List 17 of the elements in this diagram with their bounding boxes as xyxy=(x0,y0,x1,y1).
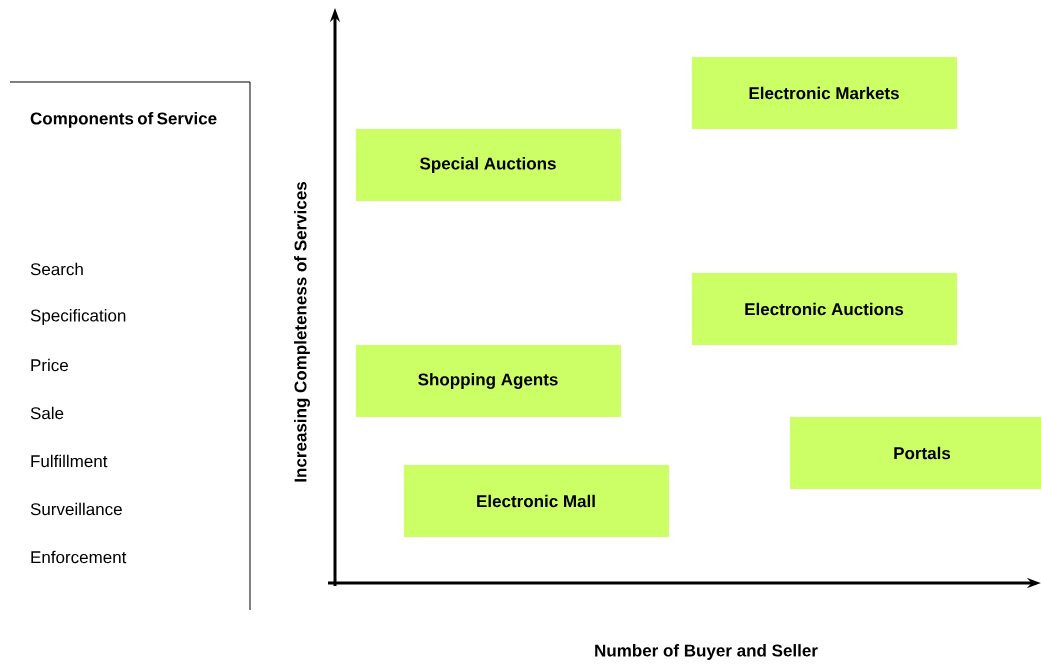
service-box: Special Auctions xyxy=(356,129,621,201)
list-item: Fulfillment xyxy=(31,454,108,468)
service-box: Electronic Mall xyxy=(404,465,669,537)
list-item: Search xyxy=(30,262,83,276)
service-box: Electronic Markets xyxy=(692,57,957,129)
list-item: Specification xyxy=(30,309,126,325)
list-item: Sale xyxy=(30,406,64,420)
axis-title: Increasing Completeness of Services xyxy=(294,182,310,482)
list-item: Enforcement xyxy=(31,550,127,564)
list-item: Surveillance xyxy=(30,502,122,516)
list-heading: Components of Service xyxy=(30,112,217,128)
service-box: Electronic Auctions xyxy=(692,273,957,345)
list-panel xyxy=(9,81,251,611)
service-box: Shopping Agents xyxy=(356,345,621,417)
list-item: Price xyxy=(31,358,68,372)
axis-title: Number of Buyer and Seller xyxy=(595,644,818,660)
service-box: Portals xyxy=(790,417,1041,489)
